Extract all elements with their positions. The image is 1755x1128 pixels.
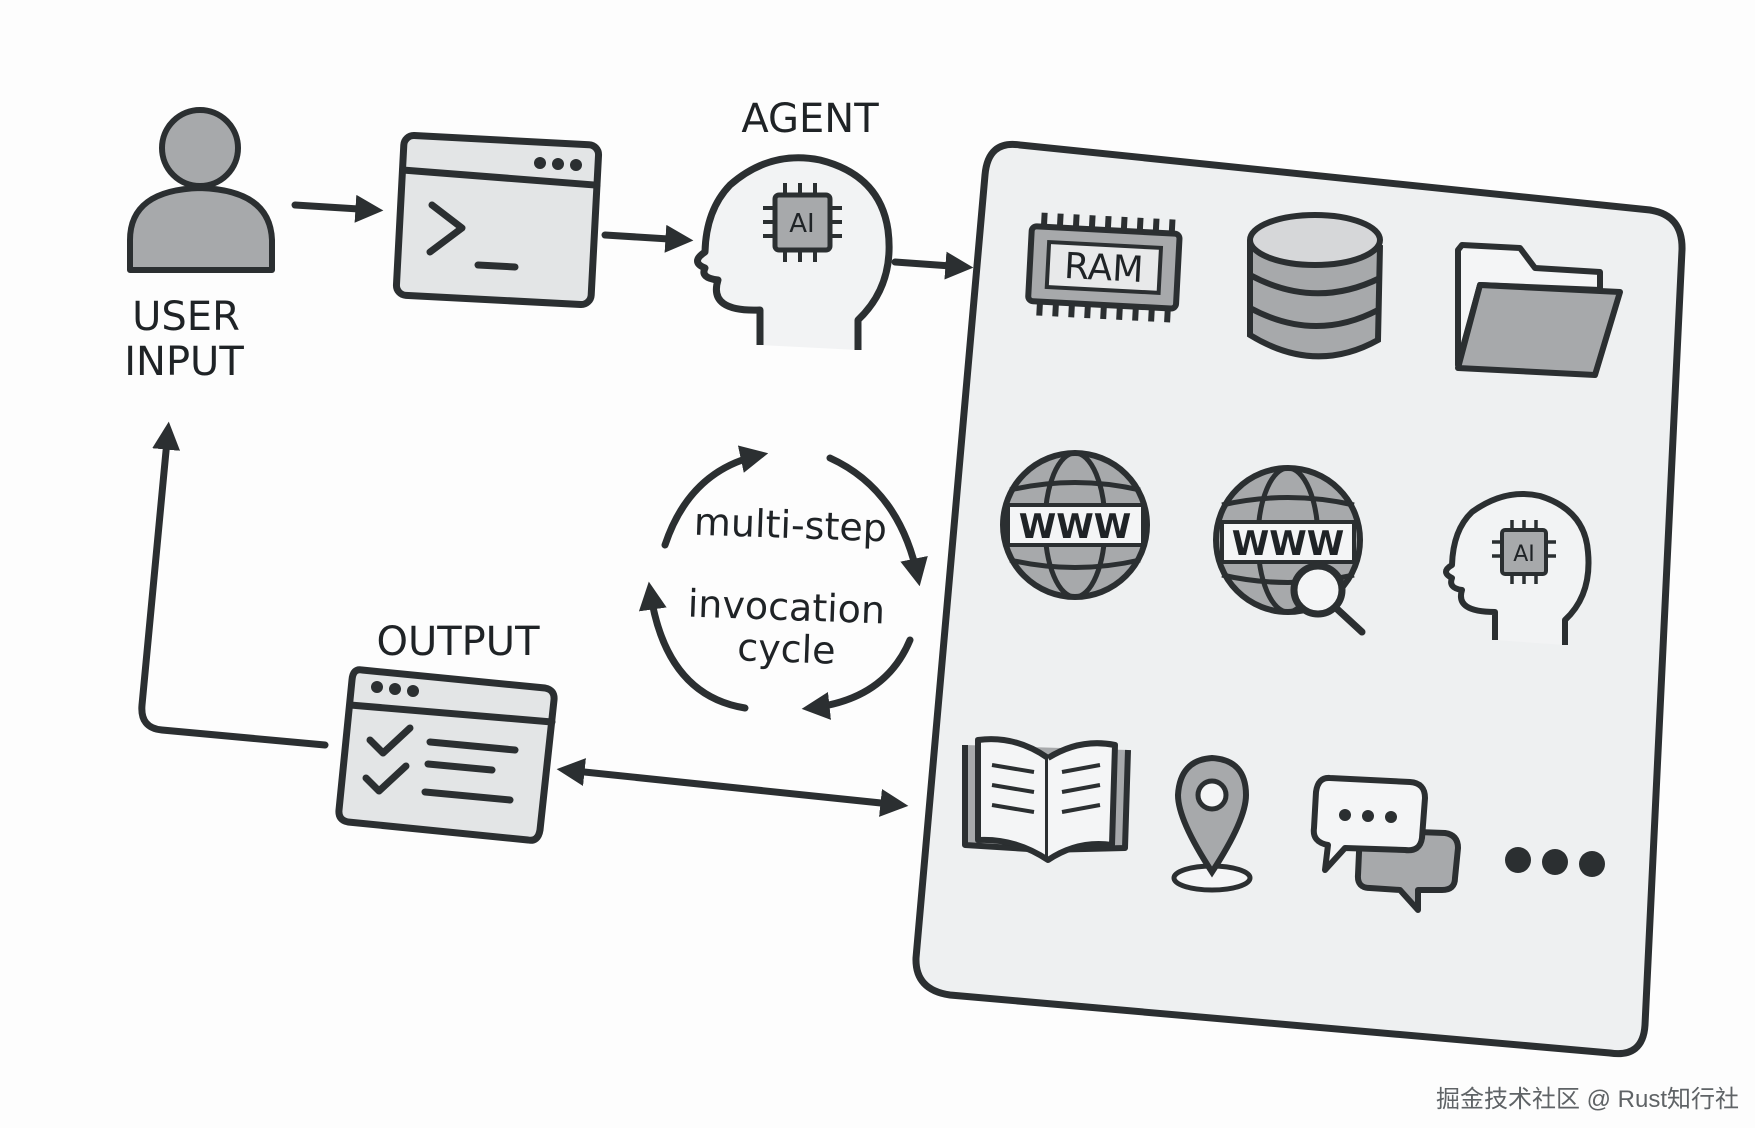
ai-small-chip-text: AI [1513,542,1535,567]
watermark: 掘金技术社区 @ Rust知行社 [1435,1086,1739,1113]
web-search-icon: WWW [1213,465,1366,636]
output-label: OUTPUT [376,619,540,665]
folder-icon [1455,242,1623,378]
cycle-label-line3: cycle [737,625,837,672]
ram-label: RAM [1063,246,1144,291]
arrow-output-tools-bidirectional [556,758,909,817]
ram-chip-icon: RAM [1025,212,1183,323]
arrow-user-to-terminal [291,194,384,223]
invocation-cycle [638,445,928,720]
terminal-icon [392,132,603,309]
user-input-label-line2: INPUT [124,339,244,385]
user-icon [127,107,275,273]
globe-www-icon: WWW [1000,450,1150,600]
agent-label: AGENT [741,96,879,142]
agent-ai-chip-text: AI [789,209,814,239]
globe-www-text: WWW [1019,507,1132,547]
ai-head-icon: AI [694,154,893,350]
cycle-label-line2: invocation [687,582,886,633]
ai-head-small-icon: AI [1443,491,1592,645]
checklist-window-icon [335,666,558,844]
cycle-label-line1: multi-step [693,500,887,551]
arrow-agent-to-tools [891,251,974,280]
user-input-label-line1: USER [132,294,240,340]
database-icon [1247,212,1383,360]
arrow-output-to-user-input [138,421,329,749]
arrow-terminal-to-agent [601,224,694,253]
location-pin-icon [1171,754,1253,893]
web-search-text: WWW [1232,524,1345,564]
book-icon [962,736,1131,863]
more-icon [1505,847,1605,877]
chat-bubbles-icon [1310,774,1461,913]
